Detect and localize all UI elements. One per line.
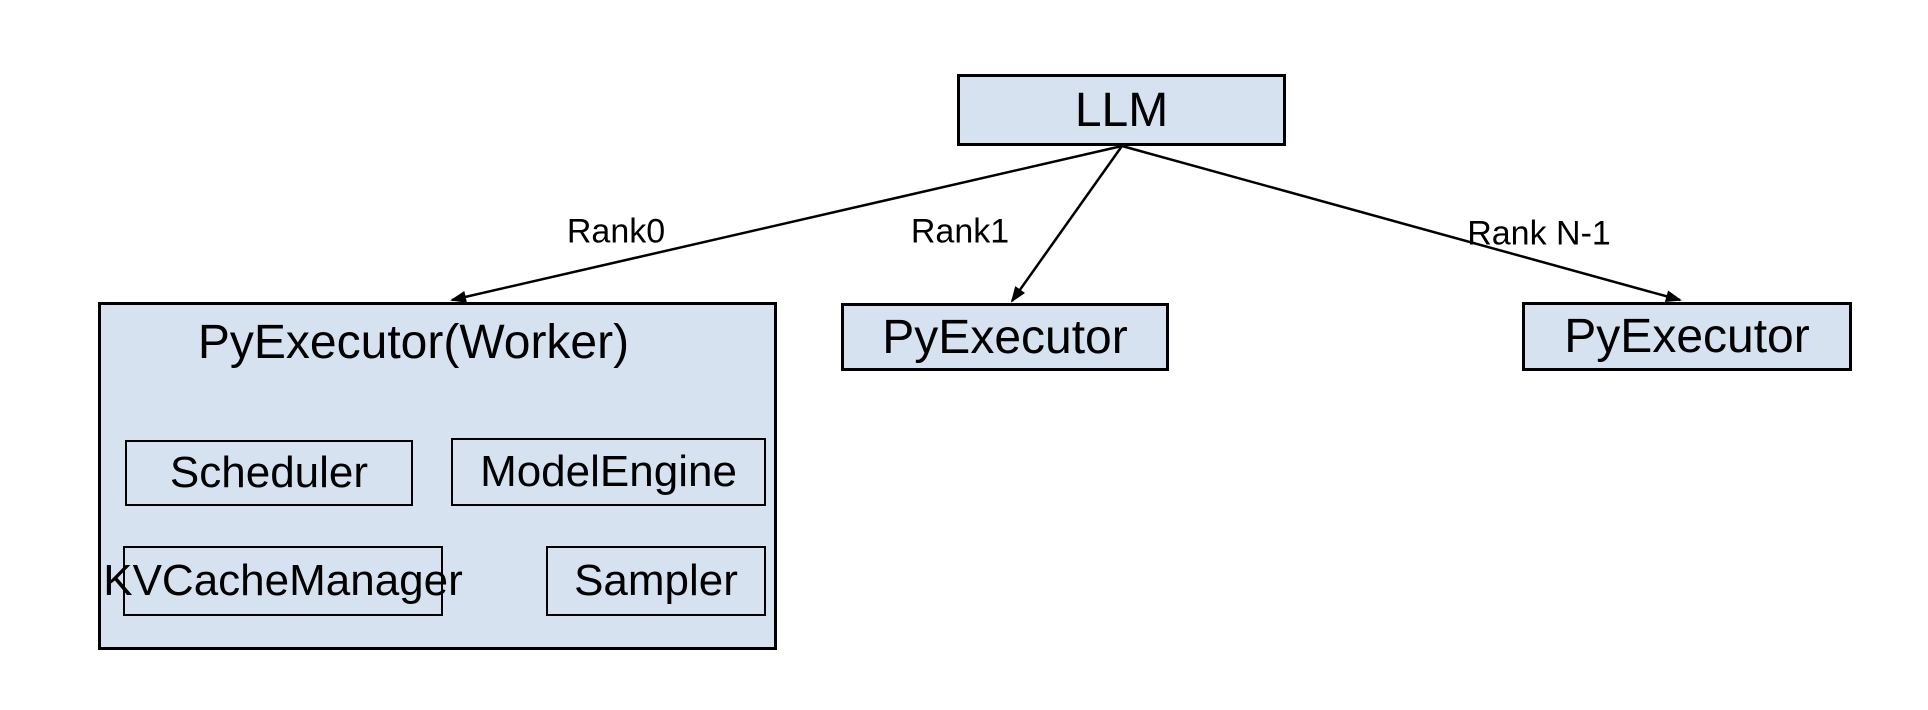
- pyexecutor-rank1-label: PyExecutor: [882, 310, 1128, 364]
- pyexecutor-worker-title: PyExecutor(Worker): [197, 316, 630, 369]
- edge-label-rank-n-1: Rank N-1: [1467, 214, 1611, 253]
- pyexecutor-rank-n-label: PyExecutor: [1564, 310, 1810, 363]
- pyexecutor-rank1-node: PyExecutor: [841, 303, 1169, 371]
- arrow-llm-to-worker-n: [1121, 144, 1682, 303]
- edge-label-rank0: Rank0: [566, 212, 666, 251]
- arrow-llm-to-worker1: [1010, 145, 1124, 303]
- scheduler-label: Scheduler: [169, 448, 369, 497]
- pyexecutor-rank-n-node: PyExecutor: [1522, 302, 1852, 371]
- model-engine-label: ModelEngine: [480, 447, 737, 496]
- pyexecutor-worker-node: PyExecutor(Worker) Scheduler ModelEngine…: [98, 302, 777, 650]
- kv-cache-manager-label: KVCacheManager: [103, 556, 463, 605]
- sampler-label: Sampler: [574, 556, 738, 605]
- edge-label-rank1: Rank1: [910, 212, 1010, 251]
- llm-node: LLM: [957, 74, 1286, 146]
- kv-cache-manager-node: KVCacheManager: [103, 546, 463, 616]
- sampler-node: Sampler: [546, 546, 766, 616]
- model-engine-node: ModelEngine: [451, 438, 766, 506]
- llm-node-label: LLM: [1074, 83, 1169, 137]
- arrow-llm-to-worker0: [450, 144, 1123, 303]
- scheduler-node: Scheduler: [125, 440, 413, 506]
